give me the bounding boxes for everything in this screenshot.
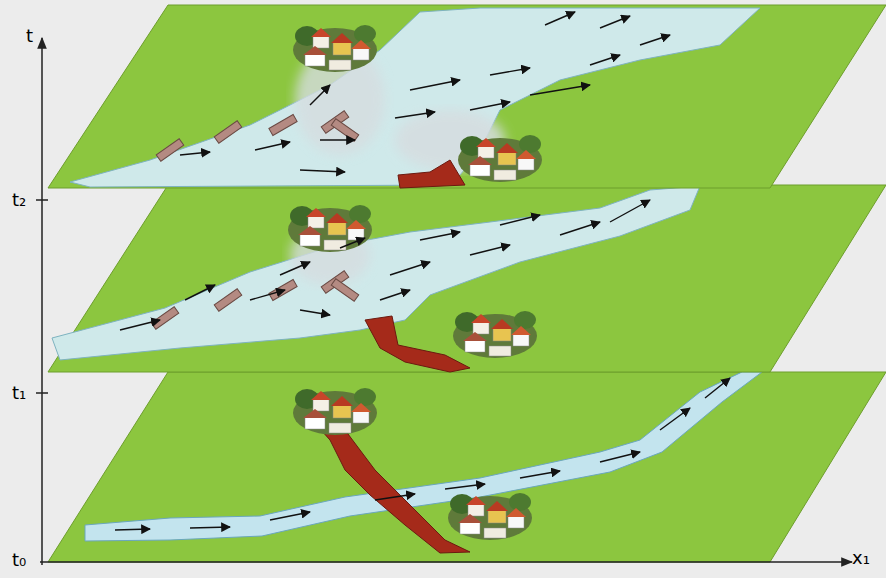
axis-label: t₂ [12, 190, 26, 210]
axis-label: x₁ [852, 548, 870, 568]
axis-label: t₀ [12, 550, 26, 570]
axis-label: t₁ [12, 383, 26, 403]
axis-label: t [26, 26, 33, 46]
